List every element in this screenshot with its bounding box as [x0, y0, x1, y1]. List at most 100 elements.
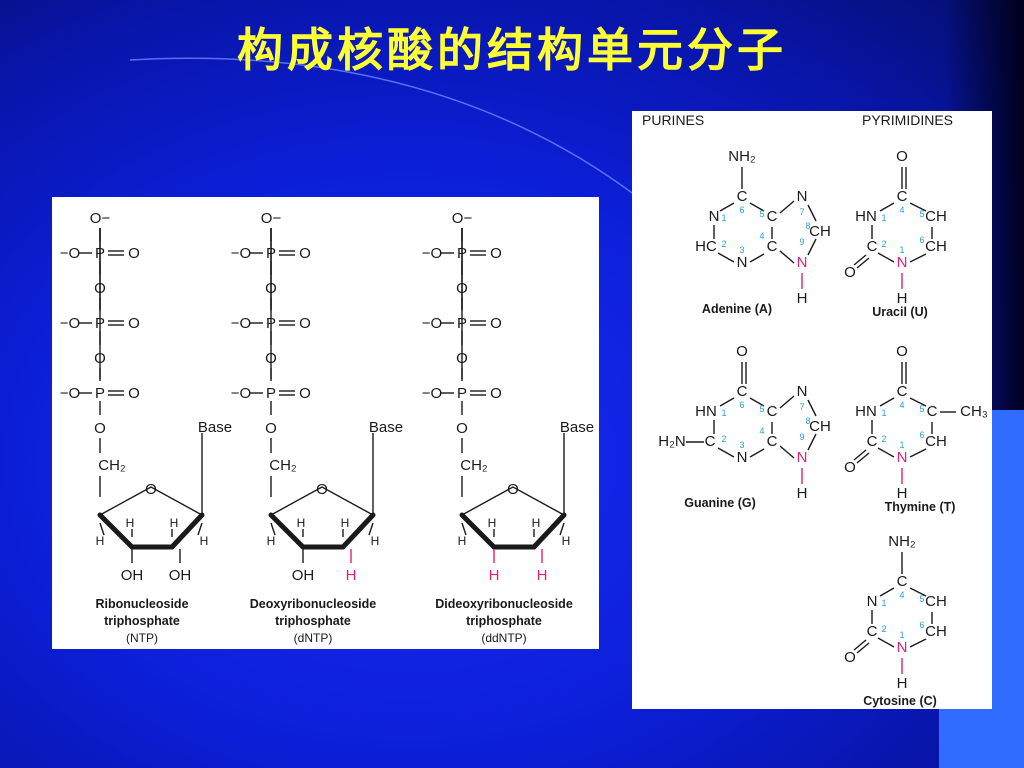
- c2-oxygen: O: [844, 649, 856, 666]
- bond-n9-c4: [779, 250, 795, 264]
- ring-number-9: 9: [799, 237, 804, 247]
- ring-number-9: 9: [799, 432, 804, 442]
- atom-n1: N: [897, 254, 908, 271]
- sugar-ring-upper: [99, 486, 203, 516]
- hydrogen-left: H: [458, 534, 467, 548]
- atom-n7: N: [797, 188, 808, 205]
- ring-number: 4: [899, 590, 904, 600]
- c3-substituent: H: [489, 567, 500, 584]
- phosphate-o-double: O: [299, 315, 311, 332]
- ring-number-3: 3: [739, 440, 744, 450]
- c6-amino-group: NH₂: [728, 148, 756, 165]
- bond-c4-n3: [879, 202, 895, 212]
- atom-c6: CH: [925, 238, 947, 255]
- ring-oxygen: O: [507, 481, 519, 498]
- ch2-group: CH₂: [98, 457, 126, 474]
- bond-n7-c8: [807, 204, 817, 222]
- hydrogen-n1: H: [897, 485, 908, 502]
- atom-n3: N: [867, 593, 878, 610]
- ring-oxygen: O: [316, 481, 328, 498]
- phosphate-o-minus-side: −O: [231, 315, 251, 332]
- ring-number: 2: [881, 239, 886, 249]
- uracil-caption: Uracil (U): [872, 305, 928, 319]
- ring-number: 6: [919, 235, 924, 245]
- bond-c4-n3: [879, 397, 895, 407]
- bridging-oxygen: O: [265, 420, 277, 437]
- c3-substituent: OH: [121, 567, 144, 584]
- atom-n9: N: [797, 449, 808, 466]
- atom-c2: C: [867, 238, 878, 255]
- c4-substituent: O: [896, 148, 908, 165]
- phosphate-o-minus-side: −O: [60, 315, 80, 332]
- guanine-caption: Guanine (G): [684, 496, 756, 510]
- ring-number-3: 3: [739, 245, 744, 255]
- bond-h: [461, 522, 467, 536]
- ring-number: 1: [899, 245, 904, 255]
- phosphate-o-minus-side: −O: [231, 385, 251, 402]
- c2-substituent: OH: [169, 567, 192, 584]
- atom-c6: C: [737, 188, 748, 205]
- atom-n9: N: [797, 254, 808, 271]
- ring-number: 1: [899, 630, 904, 640]
- atom-n7: N: [797, 383, 808, 400]
- bond-c2-n1: [877, 447, 895, 458]
- atom-n1: N: [897, 449, 908, 466]
- ring-number: 2: [881, 624, 886, 634]
- bond-c2-o-double: [856, 642, 870, 654]
- atom-n3: N: [737, 449, 748, 466]
- ch2-group: CH₂: [269, 457, 297, 474]
- ring-number-4: 4: [759, 231, 764, 241]
- phosphate-o-minus-side: −O: [60, 385, 80, 402]
- purines-header: PURINES: [642, 112, 704, 128]
- bond-h: [559, 522, 565, 536]
- phosphate-o-double: O: [128, 385, 140, 402]
- phosphate-o-minus-side: −O: [422, 315, 442, 332]
- bond-h: [368, 522, 374, 536]
- phosphate-o-double: O: [128, 315, 140, 332]
- phosphate-o-minus-top: O−: [90, 210, 111, 227]
- bond-c2-n3: [717, 252, 735, 263]
- ring-number-6: 6: [739, 400, 744, 410]
- ring-number: 2: [881, 434, 886, 444]
- ring-number-6: 6: [739, 205, 744, 215]
- ring-number-7: 7: [799, 402, 804, 412]
- hydrogen-c4: H: [126, 516, 135, 530]
- phosphate-o-minus-side: −O: [60, 245, 80, 262]
- slide-title: 构成核酸的结构单元分子: [237, 23, 787, 77]
- atom-c4: C: [897, 383, 908, 400]
- ring-number: 1: [881, 598, 886, 608]
- atom-c5: C: [767, 208, 778, 225]
- atom-c5: CH: [925, 208, 947, 225]
- c4-substituent: NH₂: [888, 533, 916, 550]
- caption-name: Ribonucleoside: [95, 597, 188, 611]
- atom-c2: C: [867, 623, 878, 640]
- ring-number-2: 2: [721, 239, 726, 249]
- atom-c2: C: [867, 433, 878, 450]
- bond-c4-c5: [909, 397, 927, 407]
- c4-substituent: O: [896, 343, 908, 360]
- bridging-oxygen: O: [456, 420, 468, 437]
- caption-name: Dideoxyribonucleoside: [435, 597, 573, 611]
- ring-number: 5: [919, 404, 924, 414]
- atom-c2: C: [705, 433, 716, 450]
- sugar-ring-upper: [270, 486, 374, 516]
- hydrogen-left: H: [96, 534, 105, 548]
- hydrogen-c4: H: [488, 516, 497, 530]
- bridging-oxygen: O: [94, 420, 106, 437]
- bond-n3-c4: [749, 448, 765, 458]
- caption-triphosphate: triphosphate: [104, 614, 180, 628]
- bond-c2-n1: [877, 637, 895, 648]
- phosphate-o-minus-top: O−: [452, 210, 473, 227]
- caption-name: Deoxyribonucleoside: [250, 597, 376, 611]
- bond-c4-n3: [879, 587, 895, 597]
- ring-number-1: 1: [721, 408, 726, 418]
- atom-c4: C: [767, 433, 778, 450]
- atom-c5: CH: [925, 593, 947, 610]
- phosphorus-atom: P: [95, 385, 105, 402]
